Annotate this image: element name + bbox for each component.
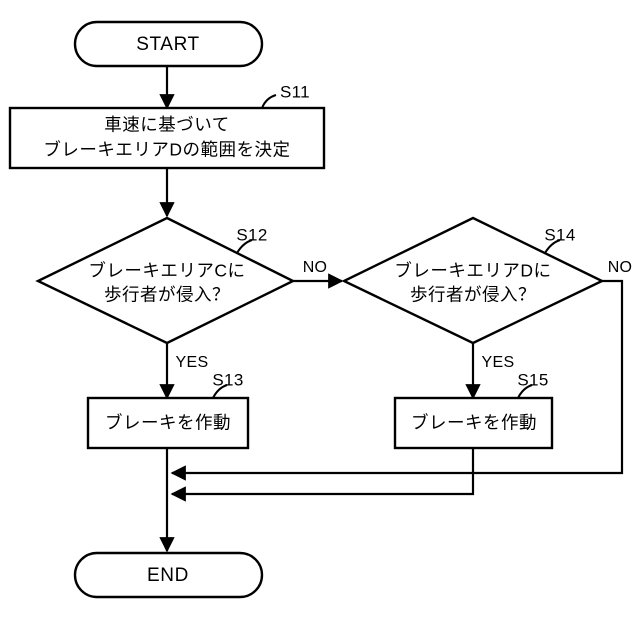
leader-s13 bbox=[212, 384, 228, 399]
node-s15-step: S15 bbox=[517, 370, 548, 389]
node-s11-line1: 車速に基づいて bbox=[104, 115, 229, 135]
node-s12-step: S12 bbox=[236, 225, 267, 244]
edge-s15-to-merge bbox=[170, 448, 475, 502]
node-s14[interactable] bbox=[341, 216, 605, 345]
leader-s15 bbox=[517, 384, 533, 399]
leader-s11 bbox=[261, 94, 277, 109]
node-s12[interactable] bbox=[35, 216, 296, 345]
node-s13-line1: ブレーキを作動 bbox=[105, 413, 231, 433]
node-end[interactable] bbox=[73, 551, 264, 599]
node-s11-line2: ブレーキエリアDの範囲を決定 bbox=[43, 140, 290, 160]
edge-label-s14-no: NO bbox=[608, 259, 633, 276]
node-s12-line2: 歩行者が侵入？ bbox=[104, 285, 230, 305]
node-s15[interactable] bbox=[393, 396, 554, 450]
node-end-label: END bbox=[147, 565, 189, 586]
node-s15-line1: ブレーキを作動 bbox=[411, 413, 537, 433]
node-s11-step: S11 bbox=[280, 82, 310, 101]
node-s12-line1: ブレーキエリアCに bbox=[88, 261, 245, 281]
edge-label-s14-yes: YES bbox=[482, 354, 515, 371]
leader-s14 bbox=[544, 239, 561, 254]
node-s13[interactable] bbox=[86, 396, 250, 450]
node-s14-step: S14 bbox=[544, 225, 575, 244]
edge-s14-no-to-merge bbox=[170, 279, 624, 481]
node-s13-step: S13 bbox=[212, 370, 243, 389]
node-s14-line2: 歩行者が侵入？ bbox=[410, 285, 536, 305]
edge-label-s12-yes: YES bbox=[176, 354, 209, 371]
node-s14-line1: ブレーキエリアDに bbox=[394, 261, 551, 281]
edge-label-s12-no: NO bbox=[303, 259, 328, 276]
leader-s12 bbox=[236, 239, 253, 254]
node-s11[interactable] bbox=[8, 106, 326, 170]
node-start-label: START bbox=[136, 34, 200, 55]
node-start[interactable] bbox=[73, 20, 264, 68]
